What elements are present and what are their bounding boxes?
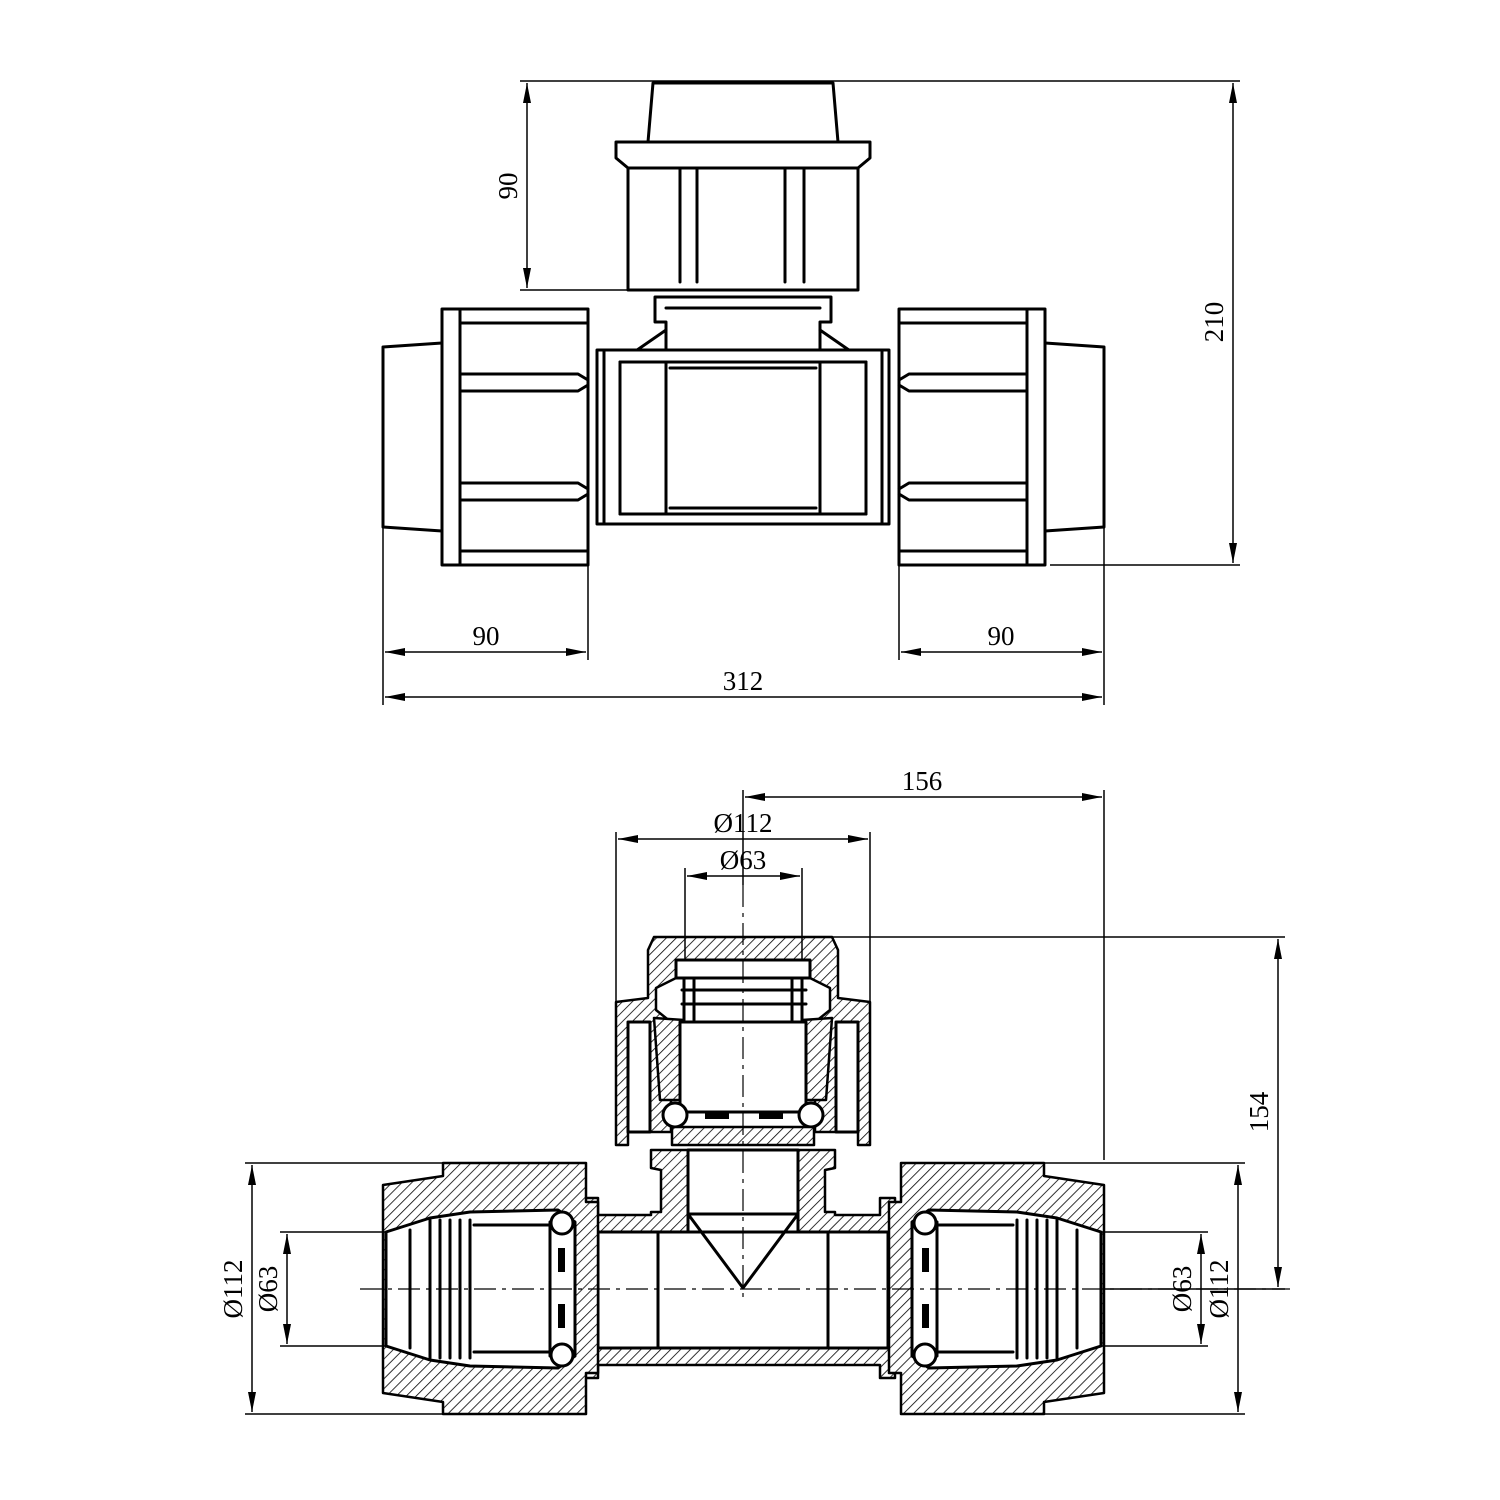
dim-center-to-end-label: 156 [902, 766, 943, 796]
dim-right-outer-dia-label: Ø112 [1204, 1260, 1234, 1319]
dim-right-length-label: 90 [988, 621, 1015, 651]
dim-left-length-label: 90 [473, 621, 500, 651]
section-view: 156 Ø112 Ø63 154 Ø112 Ø63 Ø63 Ø112 [218, 766, 1290, 1416]
dim-branch-height-label-154: 154 [1244, 1091, 1274, 1132]
dim-total-height-label: 210 [1199, 302, 1229, 343]
dim-branch-outer-dia-label: Ø112 [714, 808, 773, 838]
dim-total-length-label: 312 [723, 666, 764, 696]
tee-body [595, 295, 891, 526]
dim-left-inner-dia-label: Ø63 [253, 1266, 283, 1313]
exterior-view: 90 210 90 90 312 [381, 80, 1240, 705]
dim-right-inner-dia-label: Ø63 [1167, 1266, 1197, 1313]
dim-branch-inner-dia-label: Ø63 [720, 845, 767, 875]
top-branch-nut [614, 81, 872, 292]
dim-branch-height-label: 90 [493, 173, 523, 200]
dimension-lines-top [382, 80, 1240, 705]
right-nut [897, 307, 1106, 567]
body-section [581, 1148, 897, 1380]
left-nut [381, 307, 590, 567]
dim-left-outer-dia-label: Ø112 [218, 1260, 248, 1319]
dimension-lines-section [245, 790, 1285, 1415]
